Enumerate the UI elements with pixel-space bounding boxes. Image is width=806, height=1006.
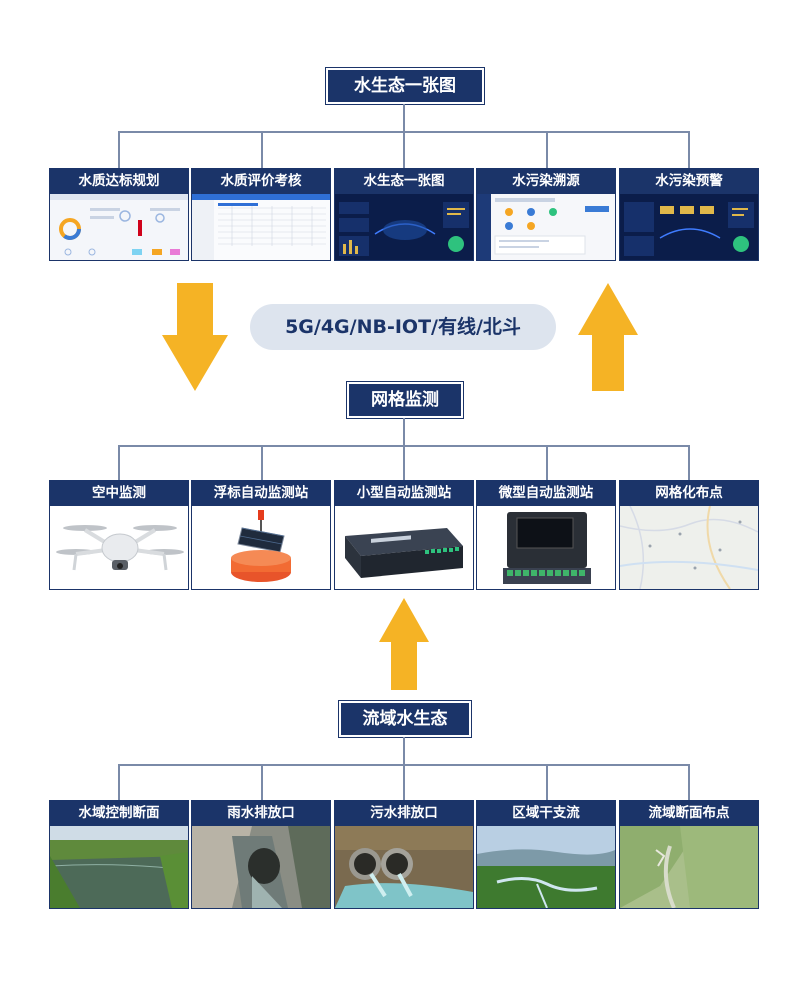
card-label: 微型自动监测站 bbox=[477, 481, 615, 506]
card-label: 浮标自动监测站 bbox=[192, 481, 330, 506]
network-protocols-pill: 5G/4G/NB-IOT/有线/北斗 bbox=[250, 304, 556, 350]
micro-station-image bbox=[477, 506, 615, 589]
buoy-image bbox=[192, 506, 330, 589]
mid-drop-5 bbox=[688, 445, 690, 480]
bot-drop-2 bbox=[261, 764, 263, 800]
tributary-photo bbox=[477, 826, 615, 908]
top-drop-1 bbox=[118, 131, 120, 168]
mid-drop-2 bbox=[261, 445, 263, 480]
card-label: 水质达标规划 bbox=[50, 169, 188, 194]
card-label: 小型自动监测站 bbox=[335, 481, 473, 506]
sewage-outlet-photo bbox=[335, 826, 473, 908]
middle-connector-stem bbox=[403, 418, 405, 446]
down-arrow-icon bbox=[162, 283, 228, 391]
card-pollution-warning[interactable]: 水污染预警 bbox=[619, 168, 759, 261]
small-station-image bbox=[335, 506, 473, 589]
card-water-quality-planning[interactable]: 水质达标规划 bbox=[49, 168, 189, 261]
bot-drop-5 bbox=[688, 764, 690, 800]
up-arrow-icon bbox=[379, 598, 429, 690]
card-label: 网格化布点 bbox=[620, 481, 758, 506]
dark-dashboard-thumbnail bbox=[335, 194, 473, 260]
top-title: 水生态一张图 bbox=[326, 68, 484, 104]
card-water-control-section[interactable]: 水域控制断面 bbox=[49, 800, 189, 909]
card-label: 水污染预警 bbox=[620, 169, 758, 194]
top-drop-2 bbox=[261, 131, 263, 168]
card-label: 水污染溯源 bbox=[477, 169, 615, 194]
up-arrow-icon bbox=[578, 283, 638, 391]
top-drop-3 bbox=[403, 131, 405, 168]
card-micro-station[interactable]: 微型自动监测站 bbox=[476, 480, 616, 590]
card-grid-layout[interactable]: 网格化布点 bbox=[619, 480, 759, 590]
mid-drop-3 bbox=[403, 445, 405, 480]
river-photo bbox=[50, 826, 188, 908]
middle-title: 网格监测 bbox=[347, 382, 463, 418]
table-thumbnail bbox=[192, 194, 330, 260]
bot-drop-3 bbox=[403, 764, 405, 800]
dark-dashboard-thumbnail bbox=[620, 194, 758, 260]
card-basin-section-points[interactable]: 流域断面布点 bbox=[619, 800, 759, 909]
map-image bbox=[620, 506, 758, 589]
card-rain-outlet[interactable]: 雨水排放口 bbox=[191, 800, 331, 909]
card-water-quality-assessment[interactable]: 水质评价考核 bbox=[191, 168, 331, 261]
card-label: 流域断面布点 bbox=[620, 801, 758, 826]
card-small-station[interactable]: 小型自动监测站 bbox=[334, 480, 474, 590]
dashboard-thumbnail bbox=[50, 194, 188, 260]
top-drop-5 bbox=[688, 131, 690, 168]
top-connector-stem bbox=[403, 104, 405, 132]
card-label: 水生态一张图 bbox=[335, 169, 473, 194]
card-label: 区域干支流 bbox=[477, 801, 615, 826]
rain-outlet-photo bbox=[192, 826, 330, 908]
mid-drop-4 bbox=[546, 445, 548, 480]
card-water-eco-map[interactable]: 水生态一张图 bbox=[334, 168, 474, 261]
drone-image bbox=[50, 506, 188, 589]
bottom-title: 流域水生态 bbox=[339, 701, 471, 737]
card-label: 污水排放口 bbox=[335, 801, 473, 826]
top-drop-4 bbox=[546, 131, 548, 168]
card-aerial-monitoring[interactable]: 空中监测 bbox=[49, 480, 189, 590]
card-sewage-outlet[interactable]: 污水排放口 bbox=[334, 800, 474, 909]
bot-drop-4 bbox=[546, 764, 548, 800]
card-label: 雨水排放口 bbox=[192, 801, 330, 826]
card-label: 水质评价考核 bbox=[192, 169, 330, 194]
bot-drop-1 bbox=[118, 764, 120, 800]
mid-drop-1 bbox=[118, 445, 120, 480]
card-pollution-tracing[interactable]: 水污染溯源 bbox=[476, 168, 616, 261]
card-buoy-station[interactable]: 浮标自动监测站 bbox=[191, 480, 331, 590]
card-regional-tributaries[interactable]: 区域干支流 bbox=[476, 800, 616, 909]
bottom-connector-stem bbox=[403, 737, 405, 765]
card-label: 水域控制断面 bbox=[50, 801, 188, 826]
valley-photo bbox=[620, 826, 758, 908]
card-label: 空中监测 bbox=[50, 481, 188, 506]
tracing-thumbnail bbox=[477, 194, 615, 260]
